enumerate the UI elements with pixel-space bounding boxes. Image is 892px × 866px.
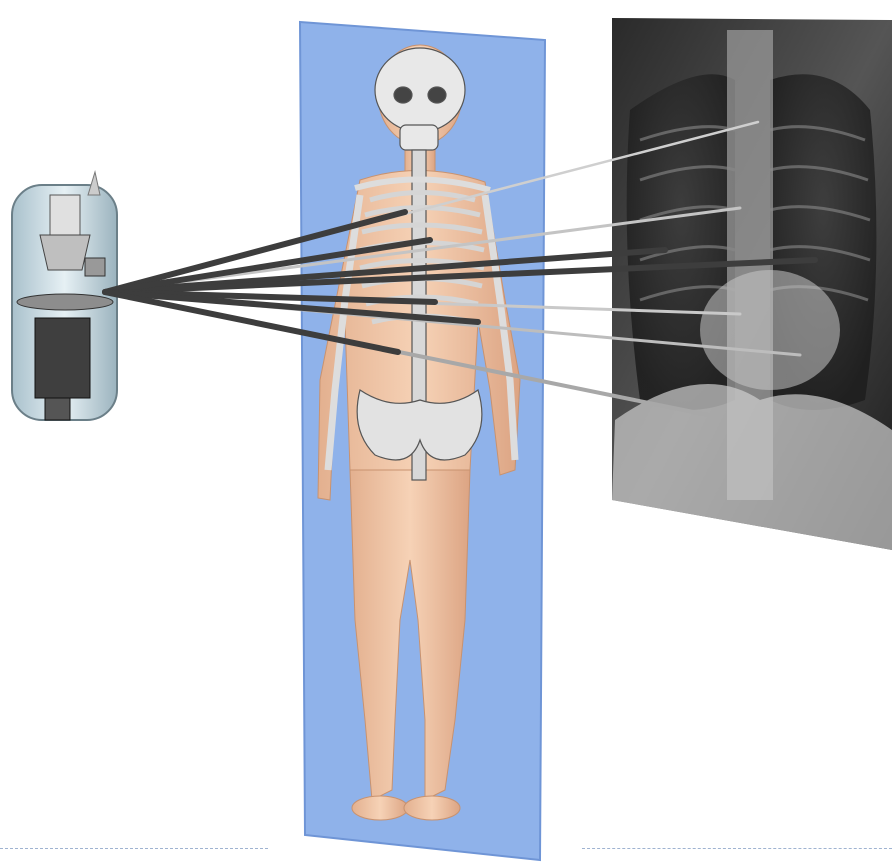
divider-right xyxy=(582,848,892,849)
xray-film xyxy=(612,18,892,550)
xray-tube xyxy=(12,172,117,420)
skull xyxy=(375,48,465,132)
anode-disc xyxy=(17,294,113,310)
diaphragm xyxy=(612,384,892,550)
divider-left xyxy=(0,848,268,849)
heart-shadow xyxy=(700,270,840,390)
